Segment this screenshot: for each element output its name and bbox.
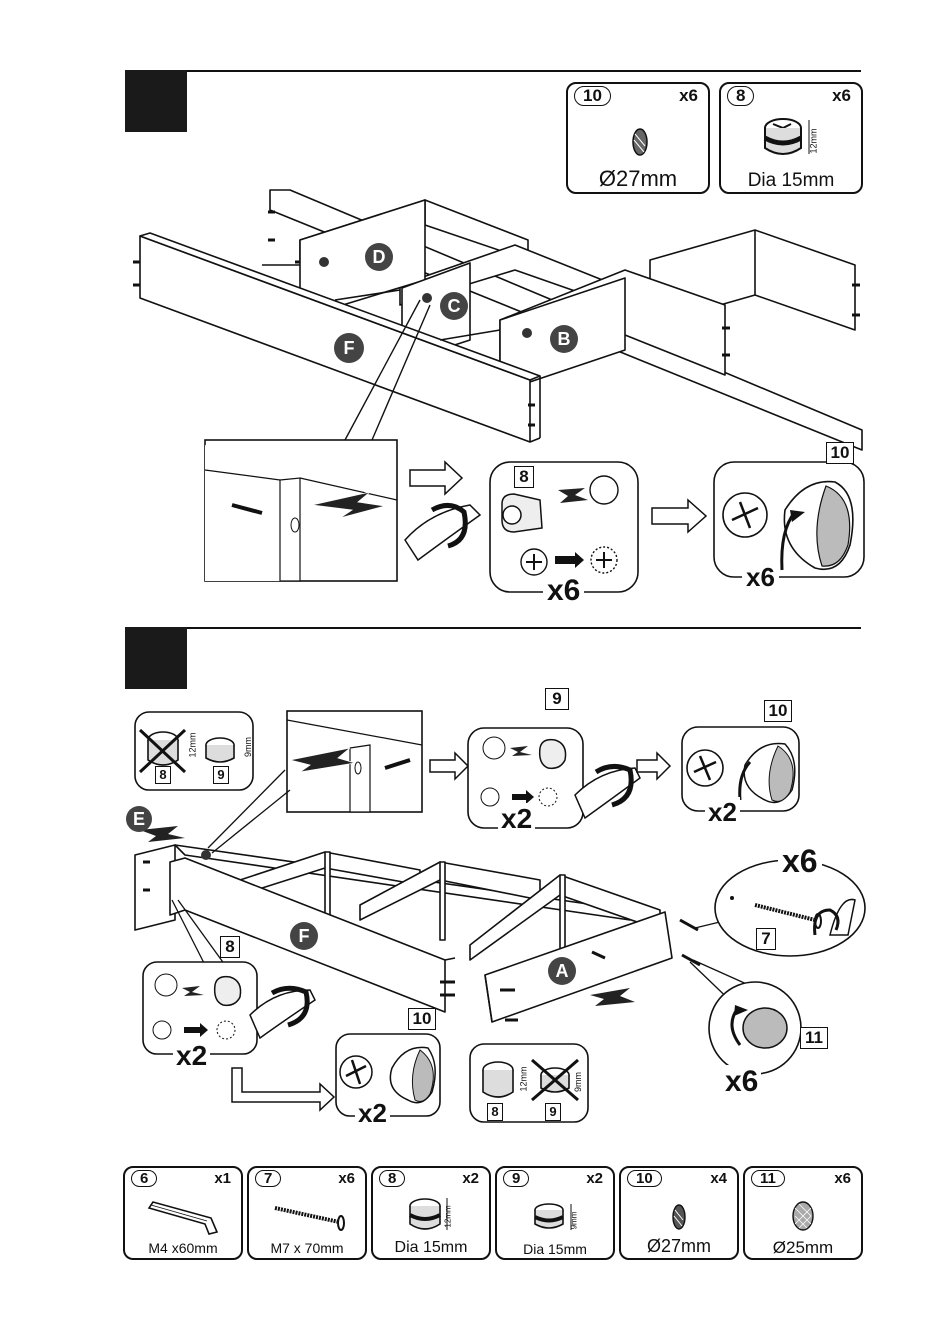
cam8-count-label: x2	[173, 1040, 210, 1072]
part-quantity: x4	[710, 1170, 727, 1187]
hardware-card-10: 10 x4 Ø27mm	[619, 1166, 739, 1260]
part-quantity: x6	[834, 1170, 851, 1187]
part-quantity: x2	[462, 1170, 479, 1187]
cam9-count-label: x2	[498, 803, 535, 835]
part-number: 8	[379, 1170, 405, 1187]
cap-part-tag-step2: 10	[764, 700, 792, 722]
compare2-tag-8: 8	[487, 1103, 503, 1121]
part-size-label: Dia 15mm	[497, 1241, 613, 1257]
compare1-tag-8: 8	[155, 766, 171, 784]
compare2-dim-12mm: 12mm	[519, 1066, 529, 1091]
allen-key-icon	[145, 1196, 225, 1236]
part-number: 11	[751, 1170, 785, 1187]
hardware-card-6: 6 x1 M4 x60mm	[123, 1166, 243, 1260]
part-quantity: x2	[586, 1170, 603, 1187]
cap-disc-icon	[669, 1200, 689, 1234]
compare2-tag-9: 9	[545, 1103, 561, 1121]
part-number: 10	[627, 1170, 662, 1187]
cap2-part-tag: 10	[408, 1008, 436, 1030]
cam8-part-tag: 8	[220, 936, 240, 958]
panel-label-e: E	[126, 806, 152, 832]
panel-label-a: A	[548, 957, 576, 985]
part-size-label: M7 x 70mm	[249, 1240, 365, 1256]
cam9-part-tag: 9	[545, 688, 569, 710]
compare2-dim-9mm: 9mm	[573, 1072, 583, 1092]
part-size-label: Ø27mm	[621, 1236, 737, 1257]
cap2-count-label: x2	[355, 1098, 390, 1129]
screw-count-label: x6	[778, 843, 822, 880]
part-number: 7	[255, 1170, 281, 1187]
compare1-tag-9: 9	[213, 766, 229, 784]
part-size-label: Ø25mm	[745, 1238, 861, 1258]
cam-dimension-label: 9mm	[569, 1212, 578, 1230]
cover-cap-icon	[789, 1198, 817, 1234]
step2-assembly-drawing	[0, 0, 936, 1130]
hardware-card-7: 7 x6 M7 x 70mm	[247, 1166, 367, 1260]
part-size-label: M4 x60mm	[125, 1240, 241, 1256]
part-size-label: Dia 15mm	[373, 1239, 489, 1257]
hardware-card-8: 8 x2 12mm Dia 15mm	[371, 1166, 491, 1260]
part-number: 6	[131, 1170, 157, 1187]
cam-dimension-label: 12mm	[444, 1205, 453, 1227]
part-quantity: x1	[214, 1170, 231, 1187]
part-number: 9	[503, 1170, 529, 1187]
compare1-dim-12mm: 12mm	[188, 732, 198, 757]
cap-count-label-step2: x2	[705, 797, 740, 828]
part-quantity: x6	[338, 1170, 355, 1187]
panel-label-f-step2: F	[290, 922, 318, 950]
hardware-card-9: 9 x2 9mm Dia 15mm	[495, 1166, 615, 1260]
screw-part-tag: 7	[756, 928, 776, 950]
cover-count-label: x6	[722, 1065, 761, 1099]
cover-part-tag: 11	[800, 1027, 828, 1049]
hardware-card-11: 11 x6 Ø25mm	[743, 1166, 863, 1260]
compare1-dim-9mm: 9mm	[243, 737, 253, 757]
screw-icon	[271, 1202, 351, 1232]
